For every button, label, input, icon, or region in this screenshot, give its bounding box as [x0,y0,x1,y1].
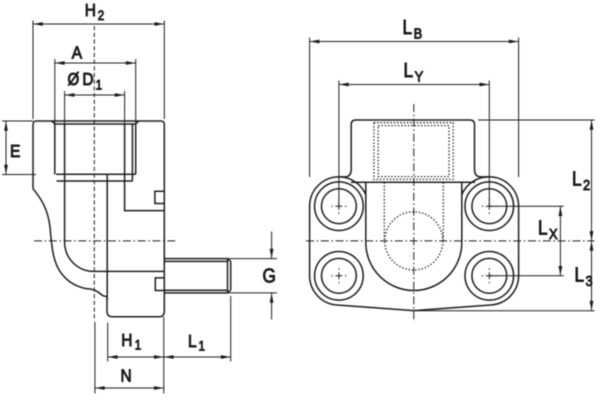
svg-text:Ø: Ø [68,70,80,89]
svg-text:L: L [538,216,548,239]
svg-text:2: 2 [98,8,104,23]
svg-text:1: 1 [198,339,204,354]
svg-text:B: B [414,25,423,42]
svg-text:L: L [572,167,582,190]
svg-text:N: N [120,365,131,385]
svg-text:L: L [404,59,414,82]
svg-text:2: 2 [583,176,590,193]
svg-text:1: 1 [96,78,102,93]
svg-text:A: A [72,42,83,62]
svg-text:D: D [82,69,93,89]
svg-text:1: 1 [135,338,141,353]
svg-text:H: H [85,0,96,20]
svg-text:3: 3 [585,272,592,289]
svg-text:L: L [402,16,412,39]
svg-text:L: L [574,263,584,286]
svg-text:Y: Y [415,68,424,85]
svg-text:G: G [262,264,275,287]
svg-text:X: X [549,225,558,242]
svg-text:E: E [10,141,20,161]
svg-text:H: H [121,330,132,350]
svg-text:L: L [188,331,197,351]
